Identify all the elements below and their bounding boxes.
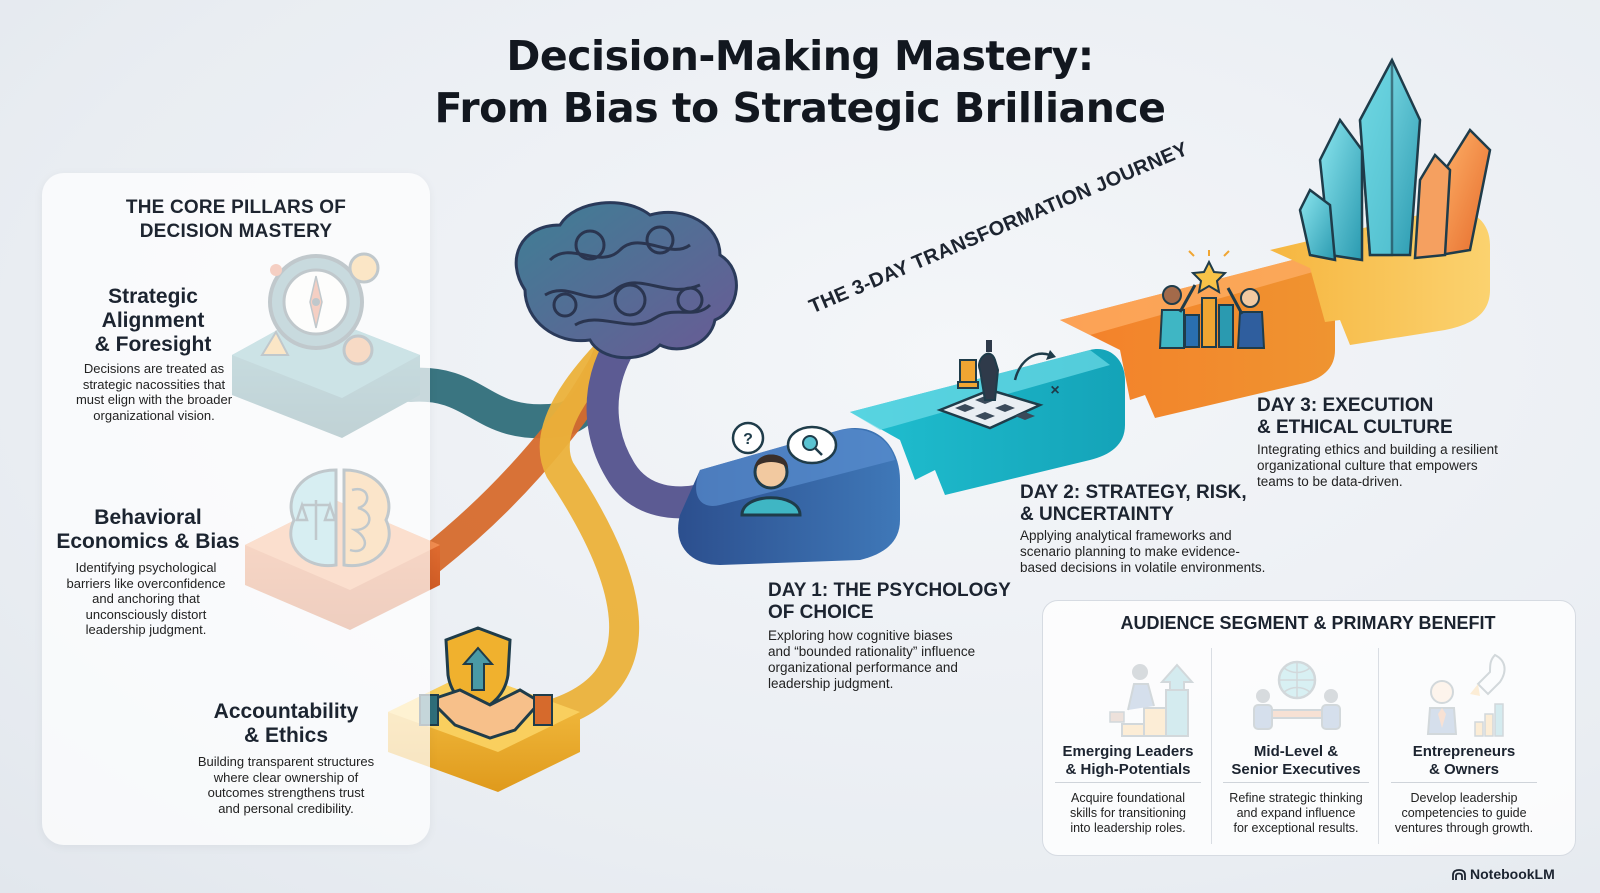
day-1-title: DAY 1: THE PSYCHOLOGY OF CHOICE bbox=[768, 580, 1028, 624]
pillar-1-title-line: & Foresight bbox=[94, 333, 212, 356]
day-2-desc-line: scenario planning to make evidence- bbox=[1020, 544, 1240, 559]
pillar-3-desc-line: outcomes strengthens trust bbox=[207, 785, 365, 800]
segment-1-name-line: & High-Potentials bbox=[1065, 761, 1191, 778]
segment-3-benefit-line: Develop leadership bbox=[1410, 791, 1518, 805]
pillar-1-description: Decisions are treated as strategic nacos… bbox=[48, 361, 260, 423]
segment-2-benefit: Refine strategic thinking and expand inf… bbox=[1213, 791, 1379, 836]
pillar-2-desc-line: barriers like overconfidence bbox=[66, 575, 226, 591]
pillar-2-desc-line: Identifying psychological bbox=[75, 560, 217, 575]
day-1-desc-line: and “bounded rationality” influence bbox=[768, 644, 976, 659]
pillar-3-title: Accountability & Ethics bbox=[196, 700, 376, 748]
audience-segment-3: Entrepreneurs & Owners Develop leadershi… bbox=[1381, 645, 1547, 845]
chess-board-icon: × bbox=[936, 340, 1060, 430]
title-line-2: From Bias to Strategic Brilliance bbox=[434, 84, 1166, 132]
day-3-desc-line: teams to be data-driven. bbox=[1257, 474, 1403, 489]
day-2-desc-line: based decisions in volatile environments… bbox=[1020, 560, 1266, 575]
audience-panel bbox=[1042, 600, 1576, 856]
audience-segment-1: Emerging Leaders & High-Potentials Acqui… bbox=[1045, 645, 1211, 845]
segment-2-benefit-line: and expand influence bbox=[1236, 806, 1356, 820]
pillar-1-title-line: Strategic bbox=[108, 285, 198, 308]
segment-separator bbox=[1055, 782, 1201, 783]
pillar-2-title: Behavioral Economics & Bias bbox=[48, 506, 248, 554]
segment-3-benefit-line: competencies to guide bbox=[1401, 806, 1527, 820]
day-1-title-line: OF CHOICE bbox=[768, 602, 874, 623]
svg-text:×: × bbox=[1050, 382, 1059, 399]
pillar-2-desc-line: leadership judgment. bbox=[85, 622, 207, 637]
pillar-2-description: Identifying psychological barriers like … bbox=[46, 560, 246, 638]
segment-separator bbox=[1223, 782, 1369, 783]
segment-2-name-line: Senior Executives bbox=[1231, 761, 1361, 778]
pillar-1-title-line: Alignment bbox=[101, 309, 205, 332]
audience-divider bbox=[1378, 648, 1379, 844]
segment-2-benefit-line: Refine strategic thinking bbox=[1229, 791, 1363, 805]
team-celebration-icon bbox=[1158, 250, 1266, 349]
notebooklm-logo-icon bbox=[1452, 869, 1466, 880]
day-2-title: DAY 2: STRATEGY, RISK, & UNCERTAINTY bbox=[1020, 482, 1280, 526]
brain-icon bbox=[514, 201, 738, 360]
pillar-3-title-line: Accountability bbox=[213, 700, 359, 723]
day-1-description: Exploring how cognitive biases and “boun… bbox=[768, 628, 1018, 692]
handshake-shield-icon bbox=[419, 626, 553, 740]
pillars-heading-line-2: DECISION MASTERY bbox=[139, 221, 333, 242]
segment-1-benefit: Acquire foundational skills for transiti… bbox=[1045, 791, 1211, 836]
audience-divider bbox=[1211, 648, 1212, 844]
audience-heading: AUDIENCE SEGMENT & PRIMARY BENEFIT bbox=[1120, 613, 1496, 633]
segment-3-name-line: Entrepreneurs bbox=[1412, 743, 1516, 760]
pillar-2-title-line: Economics & Bias bbox=[56, 530, 240, 553]
crystal-icon bbox=[1298, 57, 1492, 262]
day-2-title-line: & UNCERTAINTY bbox=[1020, 504, 1174, 525]
day-3-title-line: DAY 3: EXECUTION bbox=[1257, 395, 1434, 416]
brand-mark: NotebookLM bbox=[1452, 866, 1555, 882]
pillar-1-desc-line: organizational vision. bbox=[93, 407, 215, 423]
pillar-2-desc-line: unconsciously distort bbox=[85, 606, 207, 622]
day-2-title-line: DAY 2: STRATEGY, RISK, bbox=[1020, 482, 1247, 503]
pillar-1-desc-line: strategic nacossities that bbox=[82, 376, 226, 392]
day-3-desc-line: organizational culture that empowers bbox=[1257, 458, 1478, 473]
segment-separator bbox=[1391, 782, 1537, 783]
pillar-2-desc-line: and anchoring that bbox=[92, 591, 200, 606]
day-2-desc-line: Applying analytical frameworks and bbox=[1020, 528, 1232, 543]
day-1-title-line: DAY 1: THE PSYCHOLOGY bbox=[768, 580, 1011, 601]
page-title: Decision-Making Mastery: From Bias to St… bbox=[300, 30, 1300, 134]
day-1-desc-line: leadership judgment. bbox=[768, 676, 894, 691]
day-3-title-line: & ETHICAL CULTURE bbox=[1257, 417, 1453, 438]
day-1-platform bbox=[678, 428, 900, 565]
segment-2-benefit-line: for exceptional results. bbox=[1233, 821, 1359, 835]
pillar-1-desc-line: must elign with the broader bbox=[75, 392, 233, 407]
svg-text:?: ? bbox=[743, 431, 753, 448]
pillar-3-title-line: & Ethics bbox=[243, 724, 329, 747]
segment-1-benefit-line: Acquire foundational bbox=[1071, 791, 1185, 805]
segment-3-benefit-line: ventures through growth. bbox=[1394, 821, 1534, 835]
segment-2-name-line: Mid-Level & bbox=[1253, 743, 1339, 760]
segment-1-benefit-line: skills for transitioning bbox=[1069, 806, 1186, 820]
brand-name: NotebookLM bbox=[1470, 866, 1555, 882]
day-3-description: Integrating ethics and building a resili… bbox=[1257, 442, 1547, 490]
pillar-1-title: Strategic Alignment & Foresight bbox=[54, 285, 252, 357]
day-3-title: DAY 3: EXECUTION & ETHICAL CULTURE bbox=[1257, 395, 1517, 439]
segment-1-name: Emerging Leaders & High-Potentials bbox=[1045, 743, 1211, 779]
pillar-2-title-line: Behavioral bbox=[94, 506, 202, 529]
pillar-1-desc-line: Decisions are treated as bbox=[83, 361, 225, 376]
segment-3-name-line: & Owners bbox=[1428, 761, 1500, 778]
pillar-3-desc-line: Building transparent structures bbox=[197, 754, 375, 769]
segment-1-benefit-line: into leadership roles. bbox=[1070, 821, 1186, 835]
pillars-panel bbox=[42, 173, 430, 845]
pillars-heading-line-1: THE CORE PILLARS OF bbox=[125, 197, 347, 218]
day-1-desc-line: Exploring how cognitive biases bbox=[768, 628, 953, 643]
title-line-1: Decision-Making Mastery: bbox=[506, 32, 1094, 80]
pillar-3-desc-line: where clear ownership of bbox=[213, 769, 359, 785]
pillar-3-description: Building transparent structures where cl… bbox=[188, 754, 384, 816]
pillar-3-desc-line: and personal credibility. bbox=[218, 800, 354, 816]
audience-segment-2: Mid-Level & Senior Executives Refine str… bbox=[1213, 645, 1379, 845]
thinking-person-icon: ? bbox=[731, 421, 838, 517]
segment-3-name: Entrepreneurs & Owners bbox=[1381, 743, 1547, 779]
day-1-desc-line: organizational performance and bbox=[768, 660, 958, 675]
day-3-desc-line: Integrating ethics and building a resili… bbox=[1257, 442, 1498, 457]
segment-3-benefit: Develop leadership competencies to guide… bbox=[1381, 791, 1547, 836]
segment-1-name-line: Emerging Leaders bbox=[1062, 743, 1194, 760]
segment-2-name: Mid-Level & Senior Executives bbox=[1213, 743, 1379, 779]
day-2-description: Applying analytical frameworks and scena… bbox=[1020, 528, 1290, 576]
pillars-heading: THE CORE PILLARS OF DECISION MASTERY bbox=[42, 196, 430, 244]
